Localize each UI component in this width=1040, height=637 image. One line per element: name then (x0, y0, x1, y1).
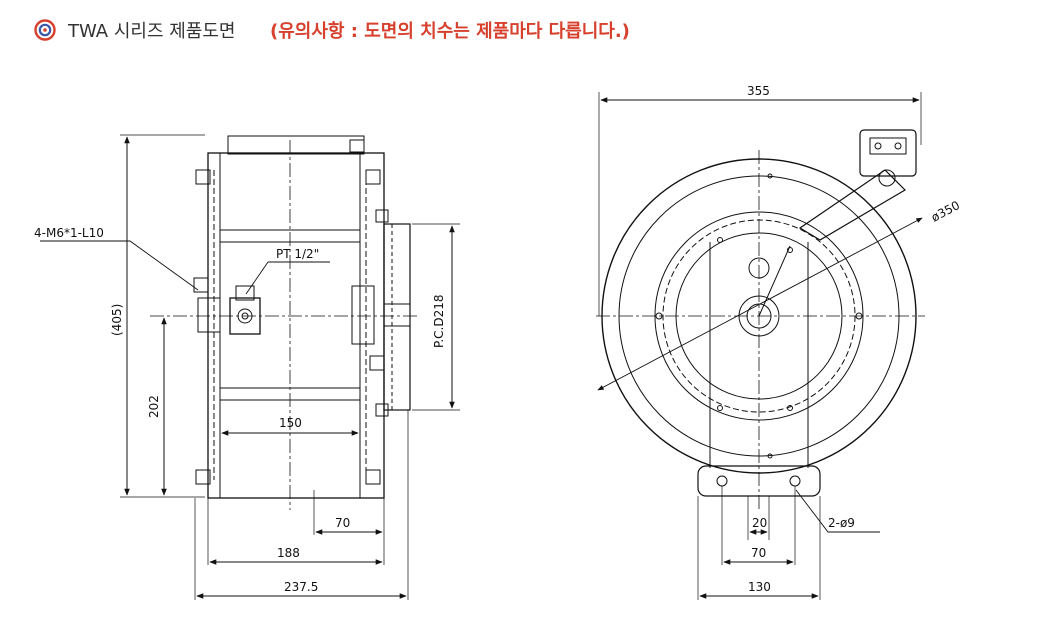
target-ring-icon (34, 19, 56, 41)
bolt-spec-label: 4-M6*1-L10 (34, 226, 104, 240)
dim-front-width: 355 (747, 84, 770, 98)
dim-base-width: 130 (748, 580, 771, 594)
dim-width-total: 237.5 (284, 580, 318, 594)
page-title: TWA 시리즈 제품도면 (68, 21, 236, 42)
dim-hole-small: 20 (752, 516, 767, 530)
pcd-label: P.C.D218 (432, 294, 446, 348)
page-note: (유의사항 : 도면의 치수는 제품마다 다릅니다.) (270, 21, 630, 42)
holes-label: 2-ø9 (828, 516, 855, 530)
dim-height-axis: 202 (147, 395, 161, 418)
diameter-label: ø350 (929, 198, 962, 225)
dim-width-inner: 150 (279, 416, 302, 430)
dim-offset: 70 (335, 516, 350, 530)
dim-height-total: (405) (110, 304, 124, 336)
dim-width-body: 188 (277, 546, 300, 560)
side-view (40, 134, 460, 600)
header: TWA 시리즈 제품도면 (유의사항 : 도면의 치수는 제품마다 다릅니다.) (0, 0, 1040, 60)
front-view (596, 92, 925, 600)
port-label: PT 1/2" (276, 247, 319, 261)
dim-hole-spacing: 70 (751, 546, 766, 560)
